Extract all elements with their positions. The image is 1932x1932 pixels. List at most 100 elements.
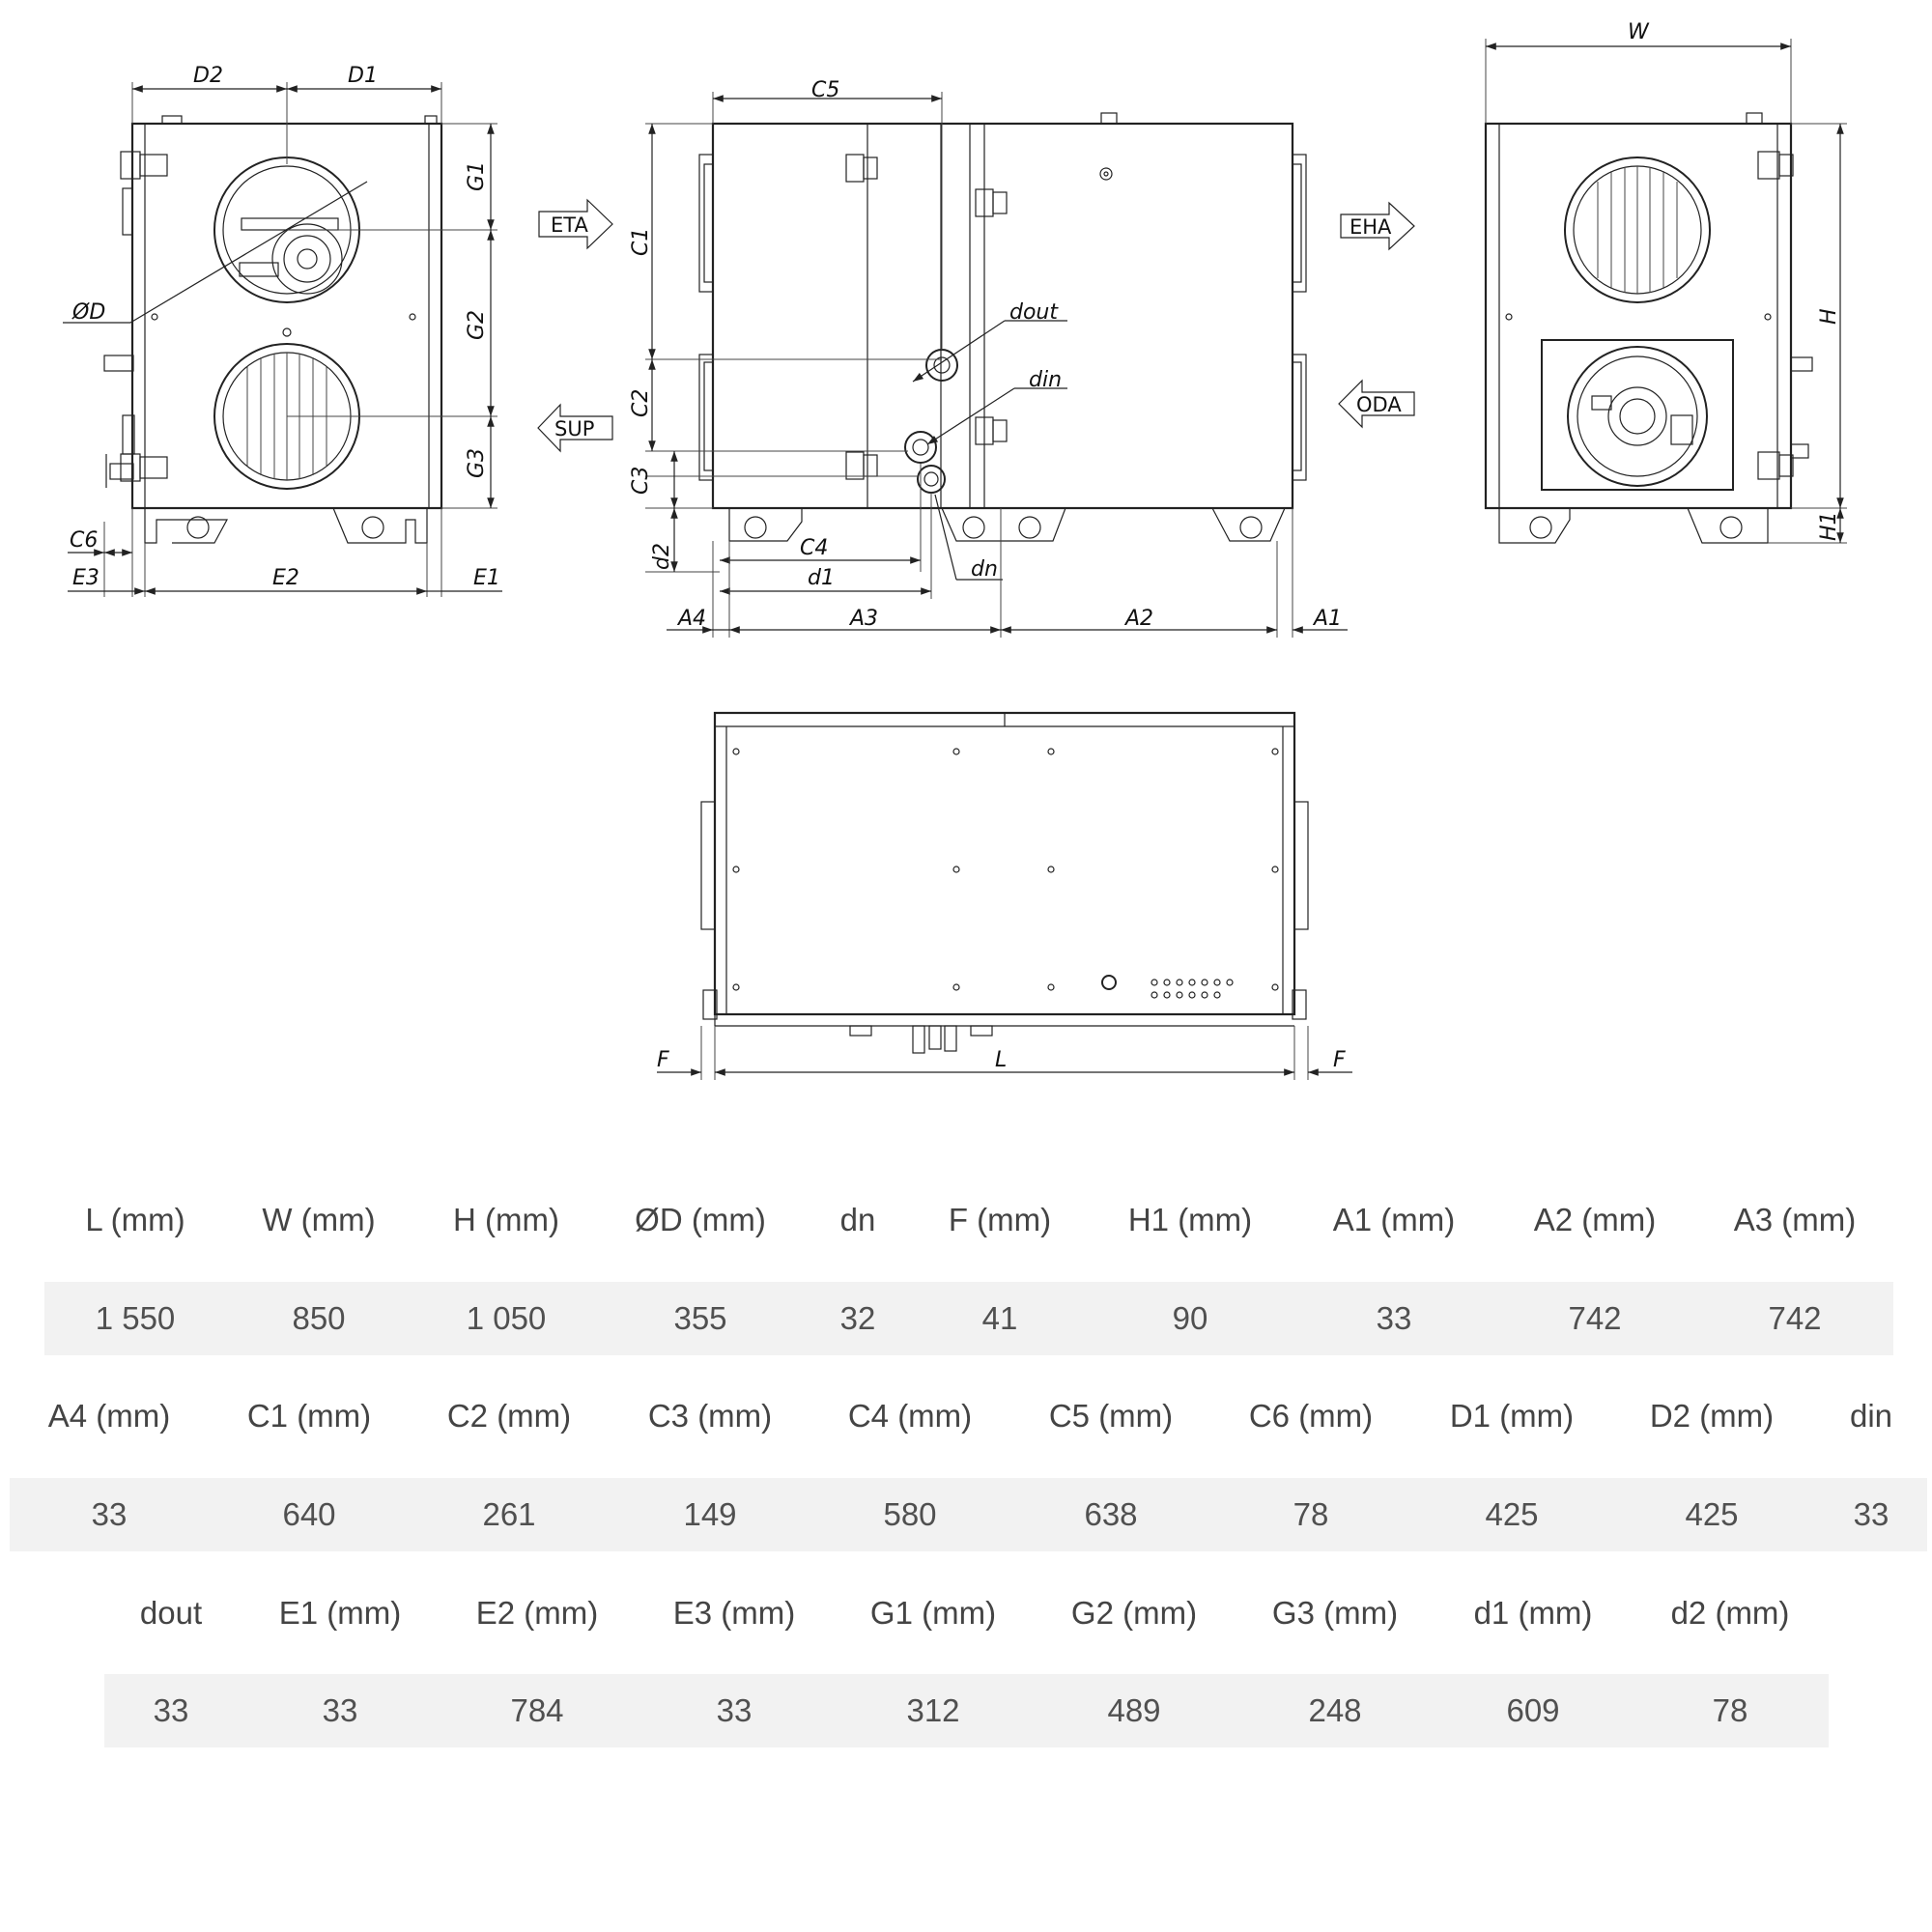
header-cell: W (mm)	[262, 1202, 376, 1237]
label-h1: H1	[1817, 511, 1841, 541]
label-c3: C3	[629, 467, 653, 495]
top-view: F L F	[657, 711, 1352, 1080]
header-cell: A1 (mm)	[1332, 1202, 1456, 1237]
header-cell: d2 (mm)	[1670, 1595, 1790, 1631]
header-cell: G2 (mm)	[1070, 1595, 1198, 1631]
header-cell: C5 (mm)	[1048, 1398, 1174, 1434]
value-cell: 425	[1485, 1496, 1539, 1532]
label-d2-side: d2	[650, 543, 674, 570]
label-h: H	[1817, 308, 1841, 325]
back-view: W H H1	[1484, 20, 1847, 544]
header-cell: C6 (mm)	[1248, 1398, 1374, 1434]
header-cell: D2 (mm)	[1649, 1398, 1775, 1434]
header-cell: dout	[139, 1595, 203, 1631]
value-cell: 33	[1853, 1496, 1889, 1532]
header-cell: D1 (mm)	[1449, 1398, 1575, 1434]
label-w: W	[1628, 20, 1650, 44]
value-cell: 742	[1768, 1300, 1822, 1336]
value-cell: 33	[153, 1692, 189, 1728]
label-din: din	[1029, 368, 1062, 392]
label-a4: A4	[676, 607, 706, 631]
label-d1-side: d1	[808, 566, 835, 590]
label-f-right: F	[1333, 1048, 1346, 1072]
value-cell: 78	[1293, 1496, 1329, 1532]
value-cell: 33	[322, 1692, 358, 1728]
label-dn: dn	[971, 557, 998, 582]
table-header-row: dout E1 (mm) E2 (mm) E3 (mm) G1 (mm) G2 …	[0, 1577, 1932, 1650]
label-f-left: F	[657, 1048, 669, 1072]
label-e1: E1	[473, 566, 500, 590]
header-cell: ØD (mm)	[635, 1202, 766, 1237]
label-a1: A1	[1312, 607, 1342, 631]
header-cell: C3 (mm)	[647, 1398, 773, 1434]
flow-arrow-oda: ODA	[1338, 379, 1415, 429]
header-cell: C1 (mm)	[246, 1398, 372, 1434]
label-g2: G2	[465, 310, 489, 340]
header-cell: dn	[839, 1202, 876, 1237]
header-cell: L (mm)	[85, 1202, 185, 1237]
header-cell: A4 (mm)	[47, 1398, 171, 1434]
header-cell: F (mm)	[948, 1202, 1052, 1237]
label-a2: A2	[1123, 607, 1153, 631]
table-header-row: L (mm) W (mm) H (mm) ØD (mm) dn F (mm) H…	[0, 1183, 1932, 1257]
value-cell: 1 050	[466, 1300, 547, 1336]
header-cell: E1 (mm)	[278, 1595, 402, 1631]
value-cell: 90	[1172, 1300, 1208, 1336]
value-cell: 742	[1568, 1300, 1622, 1336]
flow-label-eha: EHA	[1350, 215, 1392, 239]
value-cell: 248	[1308, 1692, 1362, 1728]
value-cell: 41	[981, 1300, 1018, 1336]
technical-drawing: D2 D1 G1 G2 G3 ØD C6 E3 E2 E1 ETA SUP	[63, 20, 1847, 1080]
label-e3: E3	[72, 566, 99, 590]
header-cell: E2 (mm)	[475, 1595, 599, 1631]
label-dout: dout	[1009, 300, 1059, 325]
flow-arrow-sup: SUP	[537, 403, 613, 453]
value-cell: 1 550	[95, 1300, 176, 1336]
label-a3: A3	[848, 607, 878, 631]
value-cell: 32	[839, 1300, 876, 1336]
value-cell: 149	[683, 1496, 737, 1532]
value-cell: 784	[510, 1692, 564, 1728]
header-cell: A2 (mm)	[1533, 1202, 1657, 1237]
label-c4: C4	[800, 536, 828, 560]
flow-arrow-eta: ETA	[538, 198, 613, 250]
value-cell: 489	[1107, 1692, 1161, 1728]
value-cell: 312	[906, 1692, 960, 1728]
header-cell: C4 (mm)	[847, 1398, 973, 1434]
header-cell: d1 (mm)	[1473, 1595, 1593, 1631]
value-cell: 261	[482, 1496, 536, 1532]
header-cell: E3 (mm)	[672, 1595, 796, 1631]
flow-arrow-eha: EHA	[1340, 201, 1415, 251]
header-cell: H1 (mm)	[1127, 1202, 1253, 1237]
label-g1: G1	[465, 161, 489, 191]
label-c6: C6	[70, 528, 98, 553]
label-l: L	[995, 1048, 1007, 1072]
side-view: C5 C1 C2 C3 d2 dout din dn C4 d1 A4 A3 A…	[629, 78, 1348, 638]
flow-label-eta: ETA	[551, 213, 588, 237]
value-cell: 33	[716, 1692, 753, 1728]
header-cell: G1 (mm)	[869, 1595, 997, 1631]
label-c2: C2	[629, 389, 653, 417]
table-header-row: A4 (mm) C1 (mm) C2 (mm) C3 (mm) C4 (mm) …	[0, 1379, 1932, 1453]
header-cell: G3 (mm)	[1271, 1595, 1399, 1631]
value-cell: 640	[282, 1496, 336, 1532]
value-cell: 638	[1084, 1496, 1138, 1532]
label-c5: C5	[811, 78, 839, 102]
label-e2: E2	[272, 566, 299, 590]
flow-label-sup: SUP	[554, 417, 594, 440]
header-cell: din	[1849, 1398, 1893, 1434]
header-cell: H (mm)	[453, 1202, 559, 1237]
value-cell: 580	[883, 1496, 937, 1532]
value-cell: 33	[1376, 1300, 1412, 1336]
value-cell: 609	[1506, 1692, 1560, 1728]
front-view: D2 D1 G1 G2 G3 ØD C6 E3 E2 E1	[63, 64, 502, 597]
value-cell: 425	[1685, 1496, 1739, 1532]
table-value-row: 33 33 784 33 312 489 248 609 78	[104, 1674, 1829, 1747]
label-g3: G3	[465, 448, 489, 478]
label-d2: D2	[193, 64, 223, 88]
value-cell: 33	[91, 1496, 128, 1532]
label-d1: D1	[348, 64, 378, 88]
value-cell: 78	[1712, 1692, 1748, 1728]
value-cell: 355	[673, 1300, 727, 1336]
label-c1: C1	[629, 228, 653, 256]
